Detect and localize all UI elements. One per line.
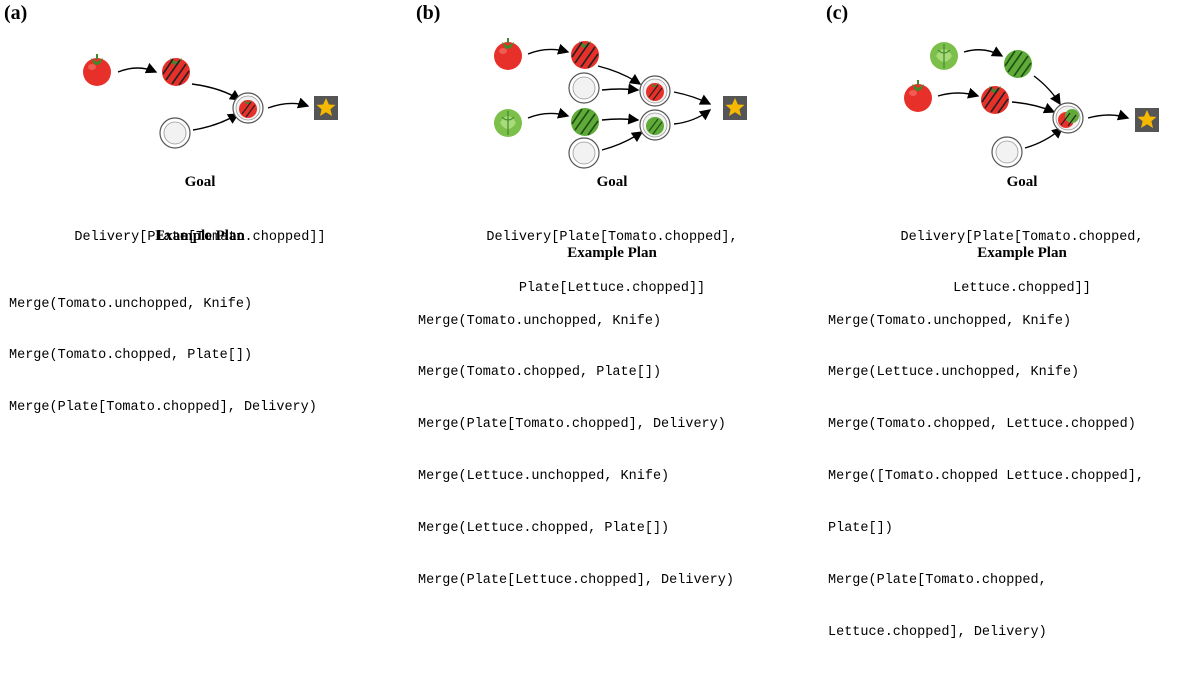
arrow bbox=[963, 46, 1004, 57]
plan-step: Merge(Lettuce.chopped, Plate[]) bbox=[418, 521, 670, 537]
arrow bbox=[1011, 101, 1056, 114]
chopped-tomato-icon bbox=[161, 57, 191, 87]
goal-line: Delivery[Plate[Tomato.chopped, bbox=[900, 230, 1144, 245]
plan-step: Merge(Tomato.chopped, Plate[]) bbox=[9, 348, 253, 364]
plate-icon bbox=[991, 136, 1023, 168]
recipe-diagram bbox=[83, 54, 338, 149]
plate-icon bbox=[568, 72, 600, 104]
arrow bbox=[937, 87, 980, 99]
lettuce-icon bbox=[929, 41, 959, 71]
plated-tomato-icon bbox=[232, 92, 264, 124]
panel-a: (a) Goal Delivery[Plate[Tomato.chopped]]… bbox=[0, 0, 400, 415]
goal-line: Delivery[Plate[Tomato.chopped]] bbox=[74, 230, 326, 245]
arrow bbox=[673, 109, 712, 125]
recipe-diagram bbox=[904, 41, 1159, 168]
plan-step: Merge(Plate[Tomato.chopped, bbox=[828, 573, 1047, 589]
panel-label: (b) bbox=[416, 2, 441, 24]
plan-step: Merge(Lettuce.unchopped, Knife) bbox=[418, 469, 670, 485]
goal-title: Goal bbox=[184, 174, 216, 190]
chopped-tomato-icon bbox=[570, 40, 600, 70]
arrow bbox=[601, 131, 644, 151]
plan-step: Merge(Tomato.chopped, Plate[]) bbox=[418, 365, 662, 381]
plan-step: Lettuce.chopped], Delivery) bbox=[828, 624, 1047, 640]
tomato-icon bbox=[904, 80, 932, 112]
goal-text: Delivery[Plate[Tomato.chopped], Plate[Le… bbox=[412, 195, 812, 331]
plan-title: Example Plan bbox=[977, 245, 1067, 261]
tomato-icon bbox=[83, 54, 111, 86]
plan-step: Merge(Lettuce.unchopped, Knife) bbox=[828, 365, 1080, 381]
plan-step: Merge(Tomato.unchopped, Knife) bbox=[418, 313, 662, 329]
arrow bbox=[1087, 109, 1130, 121]
plated-tomato-icon bbox=[639, 75, 671, 107]
goal-title: Goal bbox=[596, 174, 628, 190]
chopped-lettuce-icon bbox=[570, 107, 600, 137]
arrow bbox=[191, 83, 242, 101]
arrow bbox=[527, 107, 570, 119]
goal-text: Delivery[Plate[Tomato.chopped, Lettuce.c… bbox=[822, 195, 1201, 331]
plan-list: Merge(Tomato.unchopped, Knife) Merge(Let… bbox=[828, 278, 1144, 676]
goal-line: Plate[Lettuce.chopped]] bbox=[518, 281, 706, 296]
arrow bbox=[1024, 127, 1064, 149]
chopped-tomato-icon bbox=[980, 85, 1010, 115]
tomato-icon bbox=[494, 38, 522, 70]
plan-step: Merge([Tomato.chopped Lettuce.chopped], bbox=[828, 469, 1144, 485]
delivery-star-icon bbox=[314, 96, 338, 120]
chopped-lettuce-icon bbox=[1003, 49, 1033, 79]
arrow bbox=[1033, 75, 1061, 106]
plated-salad-icon bbox=[1052, 102, 1084, 134]
plate-icon bbox=[159, 117, 191, 149]
recipe-diagram bbox=[493, 38, 747, 169]
plan-step: Plate[]) bbox=[828, 521, 893, 537]
plate-icon bbox=[568, 137, 600, 169]
delivery-star-icon bbox=[723, 96, 747, 120]
arrow bbox=[267, 97, 310, 109]
delivery-star-icon bbox=[1135, 108, 1159, 132]
plan-step: Merge(Plate[Tomato.chopped], Delivery) bbox=[418, 417, 726, 433]
goal-title: Goal bbox=[1006, 174, 1038, 190]
arrow bbox=[601, 113, 640, 125]
panel-label: (c) bbox=[826, 2, 849, 24]
plan-step: Merge(Tomato.unchopped, Knife) bbox=[9, 296, 253, 312]
arrow bbox=[673, 91, 712, 105]
arrow bbox=[597, 65, 642, 85]
plan-step: Merge(Tomato.unchopped, Knife) bbox=[828, 313, 1072, 329]
plan-step: Merge(Tomato.chopped, Lettuce.chopped) bbox=[828, 417, 1136, 433]
lettuce-icon bbox=[493, 108, 523, 138]
goal-line: Lettuce.chopped]] bbox=[953, 281, 1091, 296]
panel-c: (c) Goal Delivery[Plate[Tomato.chopped, … bbox=[822, 0, 1201, 640]
arrow bbox=[601, 83, 640, 95]
arrow bbox=[192, 113, 240, 131]
plan-step: Merge(Plate[Lettuce.chopped], Delivery) bbox=[418, 573, 734, 589]
plan-list: Merge(Tomato.unchopped, Knife) Merge(Tom… bbox=[418, 278, 734, 624]
arrow bbox=[527, 43, 570, 55]
panel-b: (b) Goal Delivery[Plate[Tomato.chopped],… bbox=[412, 0, 812, 588]
panel-label: (a) bbox=[4, 2, 28, 24]
plan-title: Example Plan bbox=[155, 228, 245, 244]
plan-list: Merge(Tomato.unchopped, Knife) Merge(Tom… bbox=[9, 261, 317, 451]
goal-line: Delivery[Plate[Tomato.chopped], bbox=[486, 230, 738, 245]
arrow bbox=[117, 62, 158, 74]
goal-text: Delivery[Plate[Tomato.chopped]] bbox=[0, 195, 400, 280]
plan-step: Merge(Plate[Tomato.chopped], Delivery) bbox=[9, 400, 317, 416]
plated-lettuce-icon bbox=[639, 109, 671, 141]
plan-title: Example Plan bbox=[567, 245, 657, 261]
